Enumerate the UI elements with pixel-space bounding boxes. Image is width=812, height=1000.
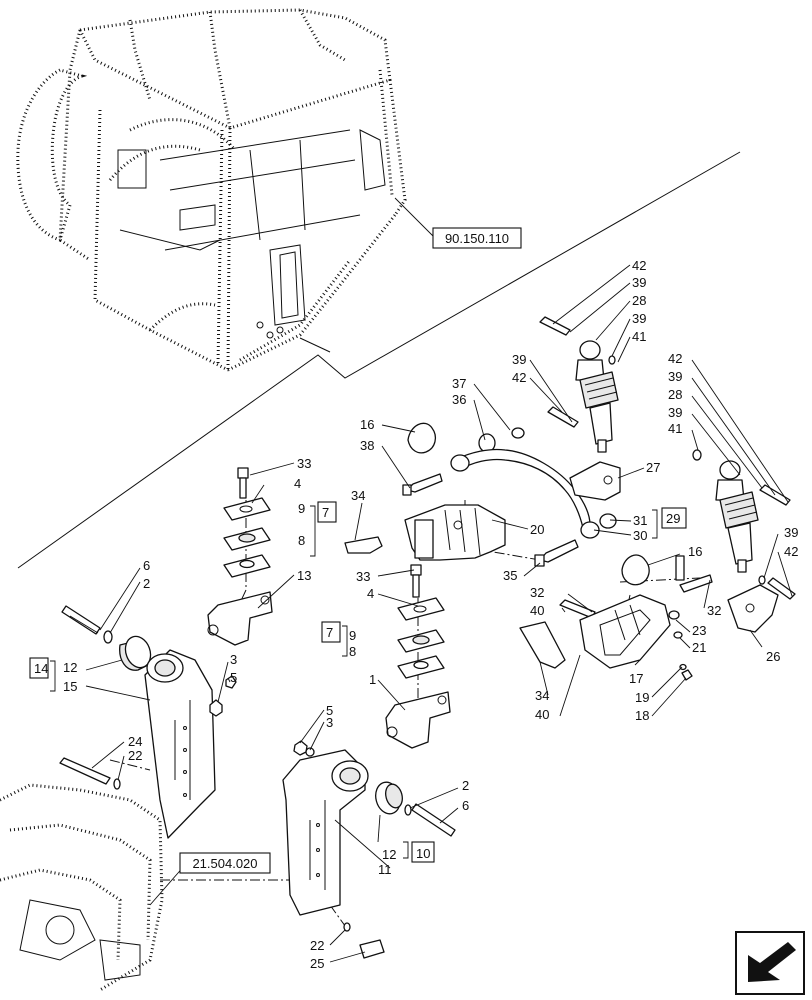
callout-39b: 39 — [632, 311, 646, 326]
callout-23: 23 — [692, 623, 706, 638]
callout-24: 24 — [128, 734, 142, 749]
callout-34b: 34 — [535, 688, 549, 703]
callout-4b: 4 — [367, 586, 374, 601]
callout-25: 25 — [310, 956, 324, 971]
callout-40b: 40 — [535, 707, 549, 722]
callout-26: 26 — [766, 649, 780, 664]
callout-20: 20 — [530, 522, 544, 537]
callout-13: 13 — [297, 568, 311, 583]
callout-6b: 6 — [462, 798, 469, 813]
callout-27: 27 — [646, 460, 660, 475]
callout-2b: 2 — [462, 778, 469, 793]
right-mount-assembly — [519, 539, 713, 681]
callout-21: 21 — [692, 640, 706, 655]
callout-39f: 39 — [784, 525, 798, 540]
separator-line — [17, 151, 741, 569]
reference-cab-label: 90.150.110 — [445, 231, 509, 246]
callout-42c: 42 — [668, 351, 682, 366]
callout-8: 8 — [298, 533, 305, 548]
callout-34: 34 — [351, 488, 365, 503]
callout-32b: 32 — [707, 603, 721, 618]
callout-19: 19 — [635, 690, 649, 705]
callout-22b: 22 — [310, 938, 324, 953]
callout-9: 9 — [298, 501, 305, 516]
callout-18: 18 — [635, 708, 649, 723]
callout-22: 22 — [128, 748, 142, 763]
callout-5: 5 — [230, 670, 237, 685]
callout-16b: 16 — [688, 544, 702, 559]
cab-frame-illustration — [16, 8, 407, 372]
callout-37: 37 — [452, 376, 466, 391]
callout-15: 15 — [63, 679, 77, 694]
callout-8b: 8 — [349, 644, 356, 659]
callout-28b: 28 — [668, 387, 682, 402]
bolt-33-left — [237, 467, 249, 499]
callout-9b: 9 — [349, 628, 356, 643]
callout-35: 35 — [503, 568, 517, 583]
callout-32: 32 — [530, 585, 544, 600]
callout-38: 38 — [360, 438, 374, 453]
reference-frame-label: 21.504.020 — [192, 856, 257, 871]
shock-absorber-right — [692, 449, 796, 633]
callout-36: 36 — [452, 392, 466, 407]
chassis-frame-illustration — [0, 783, 164, 992]
callout-39d: 39 — [668, 369, 682, 384]
callout-42b: 42 — [512, 370, 526, 385]
callout-29: 29 — [666, 511, 680, 526]
callout-42: 42 — [632, 258, 646, 273]
next-page-arrow-icon[interactable] — [735, 931, 805, 995]
leader-lines — [85, 264, 793, 963]
callout-7b: 7 — [326, 625, 333, 640]
left-mount-stack — [207, 467, 273, 646]
callout-7: 7 — [322, 505, 329, 520]
callout-30: 30 — [633, 528, 647, 543]
callout-39c: 39 — [512, 352, 526, 367]
center-pillar-bracket — [282, 740, 456, 959]
callout-6: 6 — [143, 558, 150, 573]
callout-33b: 33 — [356, 569, 370, 584]
callout-41: 41 — [632, 329, 646, 344]
callout-2: 2 — [143, 576, 150, 591]
reference-box-cab: 90.150.110 — [394, 197, 522, 249]
upper-center-mount — [344, 422, 617, 561]
callout-39: 39 — [632, 275, 646, 290]
left-pillar-bracket — [59, 605, 237, 839]
callout-12: 12 — [63, 660, 77, 675]
callout-16: 16 — [360, 417, 374, 432]
callout-12b: 12 — [382, 847, 396, 862]
callout-14: 14 — [34, 661, 48, 676]
callout-40: 40 — [530, 603, 544, 618]
callout-31: 31 — [633, 513, 647, 528]
shock-absorber-left — [539, 316, 621, 501]
callout-4: 4 — [294, 476, 301, 491]
callout-5b: 5 — [326, 703, 333, 718]
callout-17: 17 — [629, 671, 643, 686]
callout-42d: 42 — [784, 544, 798, 559]
callout-3: 3 — [230, 652, 237, 667]
callout-39e: 39 — [668, 405, 682, 420]
callout-10: 10 — [416, 846, 430, 861]
callout-3b: 3 — [326, 715, 333, 730]
callout-33: 33 — [297, 456, 311, 471]
kit-brackets — [29, 501, 687, 863]
callout-28: 28 — [632, 293, 646, 308]
callout-labels: 33 4 9 7 8 13 6 2 14 12 15 3 5 24 22 33 … — [34, 258, 798, 971]
callout-41b: 41 — [668, 421, 682, 436]
callout-11: 11 — [378, 862, 392, 877]
callout-1: 1 — [369, 672, 376, 687]
reference-box-frame: 21.504.020 — [149, 852, 271, 906]
